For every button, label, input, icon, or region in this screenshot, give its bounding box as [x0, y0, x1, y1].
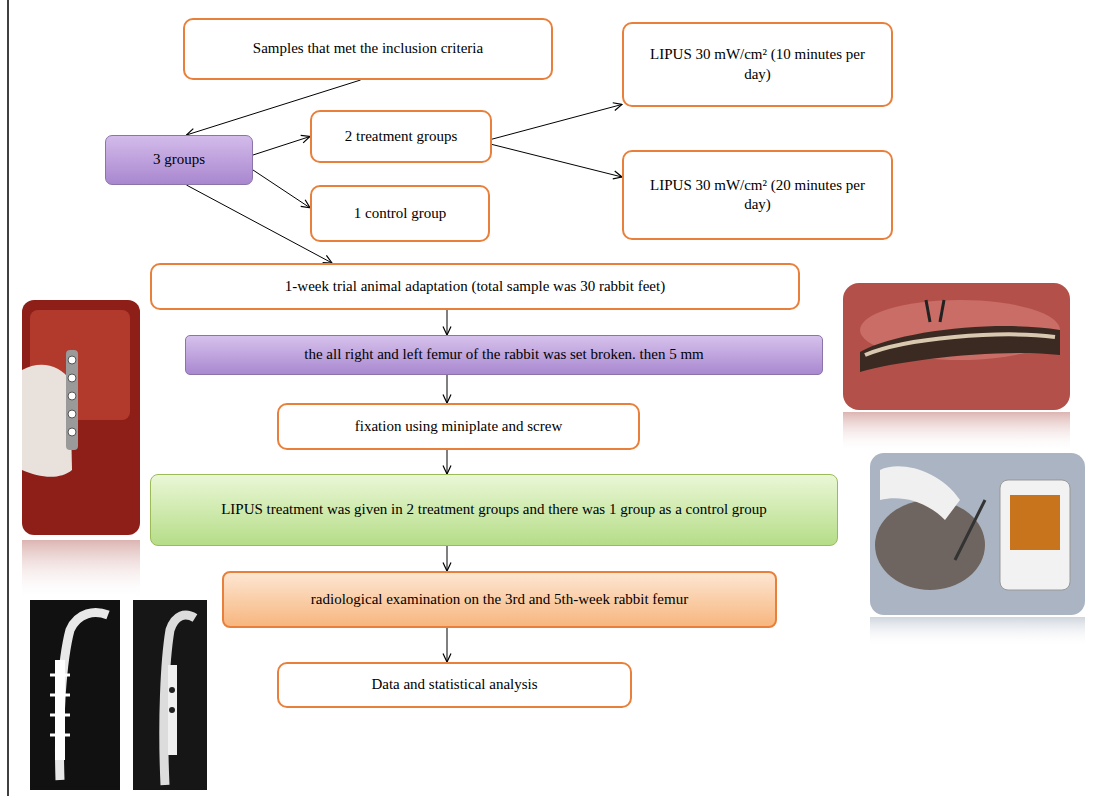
femur-osteotomy-photo	[843, 283, 1070, 452]
xray-images	[30, 600, 207, 790]
surgery-photo-left	[22, 300, 140, 600]
flow-arrow	[253, 137, 310, 156]
process-box: LIPUS 30 mW/cm² (10 minutes per day)	[622, 22, 893, 107]
flow-arrow	[447, 546, 448, 571]
flow-arrow	[447, 628, 448, 662]
flow-arrow	[492, 144, 622, 177]
page-border-line	[7, 0, 9, 796]
flow-arrow	[447, 375, 448, 403]
flow-arrow	[253, 170, 310, 208]
box-label: 3 groups	[153, 150, 205, 170]
process-box: radiological examination on the 3rd and …	[222, 571, 777, 628]
box-label: Samples that met the inclusion criteria	[253, 39, 483, 59]
flow-arrow	[447, 450, 448, 474]
process-box: 1 control group	[310, 185, 490, 242]
box-label: LIPUS 30 mW/cm² (10 minutes per day)	[636, 45, 879, 84]
box-label: LIPUS 30 mW/cm² (20 minutes per day)	[636, 176, 879, 215]
process-box: LIPUS 30 mW/cm² (20 minutes per day)	[622, 150, 893, 240]
flow-arrow	[447, 310, 448, 335]
process-box: Samples that met the inclusion criteria	[183, 18, 553, 80]
box-label: 1-week trial animal adaptation (total sa…	[285, 277, 665, 297]
box-label: LIPUS treatment was given in 2 treatment…	[221, 500, 767, 520]
process-box: LIPUS treatment was given in 2 treatment…	[150, 474, 838, 546]
box-label: 2 treatment groups	[345, 127, 457, 147]
box-label: Data and statistical analysis	[371, 675, 537, 695]
lipus-treatment-photo	[870, 453, 1085, 647]
box-label: 1 control group	[354, 204, 446, 224]
box-label: fixation using miniplate and screw	[355, 417, 562, 437]
box-label: the all right and left femur of the rabb…	[304, 345, 703, 365]
flow-arrow	[492, 104, 622, 139]
process-box: 2 treatment groups	[310, 110, 492, 163]
process-box: 1-week trial animal adaptation (total sa…	[150, 263, 800, 310]
box-label: radiological examination on the 3rd and …	[311, 590, 688, 610]
process-box: fixation using miniplate and screw	[277, 403, 640, 450]
process-box: Data and statistical analysis	[277, 662, 632, 708]
process-box: the all right and left femur of the rabb…	[185, 335, 823, 375]
group-box: 3 groups	[105, 135, 253, 185]
